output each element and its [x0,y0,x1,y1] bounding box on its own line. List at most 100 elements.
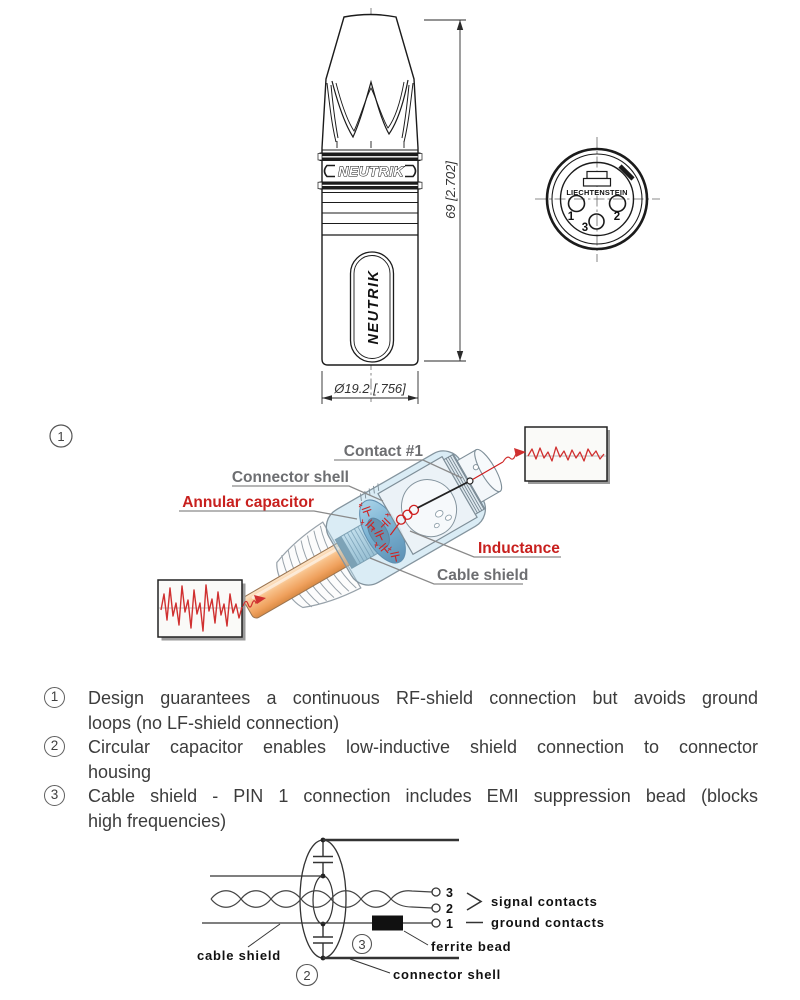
boot-cutout-inner [335,81,405,132]
note-number-badge: 3 [44,785,65,806]
contact-terminal-3 [431,887,441,897]
ferrite-bead-block [372,915,403,931]
twisted-pair-b [210,890,433,909]
contact-hole [444,514,452,521]
contact-terminal-1 [431,918,441,928]
pin-2-label: 2 [614,211,620,223]
front-mid-ring [551,153,643,245]
diameter-dimension-text: Ø19.2 [.756] [333,381,406,396]
groove-endcap [417,153,423,161]
contact-terminal-2 [431,903,441,913]
ferrite-bead-label: ferrite bead [431,939,511,954]
label-connector-shell: Connector shell [232,469,349,486]
capacitor-top [313,840,333,876]
side-view-drawing: NEUTRIK NEUTRIK [317,8,423,402]
boot-wing-right [401,82,414,143]
band-bracket-right [405,164,417,178]
height-dimension-text: 69 [2.702] [443,161,458,219]
waveform-inset-right [524,426,610,484]
dim-arrow [322,395,332,401]
circled-marker-3-num: 3 [358,937,365,952]
pin-3-hole [588,213,605,230]
note-line: Circular capacitor enables low-inductive… [88,737,758,757]
connector-shell-leader [349,958,391,974]
arrow-into-box [514,448,526,457]
circled-marker-3 [351,933,373,955]
cutaway-illustration: 1 [49,424,610,641]
front-crosshair [535,137,660,262]
height-dimension-lines [424,19,466,362]
connector-shell-label: connector shell [393,967,501,982]
terminal-1-label: 1 [446,917,453,931]
leader-cable-shield [369,557,523,585]
pin-3-label: 3 [582,222,588,234]
schematic-diagram: 3 2 1 signal contacts ground contacts fe… [197,837,605,987]
shield-ring-outer [299,839,347,959]
groove-endcap [317,153,323,161]
waveform-inset-left [157,579,246,641]
label-cable-shield: Cable shield [437,567,528,584]
note-item: 3 Cable shield - PIN 1 connection includ… [44,784,758,833]
note-item: 2 Circular capacitor enables low-inducti… [44,735,758,784]
label-contact-1: Contact #1 [344,443,424,460]
cable-shield-leader [247,923,281,948]
coil-lead [389,522,400,536]
groove-endcap [317,181,323,190]
signal-contacts-label: signal contacts [491,894,598,909]
front-outer-ring [545,147,649,251]
leader-contact [334,459,463,479]
label-inductance: Inductance [478,540,560,557]
leader-capacitor [179,510,358,520]
contact-1-wire [416,480,471,509]
shell-knurl-marks [360,483,380,502]
circled-marker-1 [49,424,73,448]
waveform-small [527,446,605,462]
dim-arrow [408,395,418,401]
keyway-notch [618,164,635,181]
capacitor-bottom [313,924,333,958]
diameter-dimension-lines [321,371,419,404]
groove-endcap [417,181,423,190]
neutrik-vertical-label: NEUTRIK [366,270,382,345]
pin-1-label: 1 [568,211,575,223]
terminal-3-label: 3 [446,886,453,900]
pin-1-hole [567,194,586,213]
note-number-badge: 2 [44,736,65,757]
cable-highlight [251,547,340,600]
label-annular-capacitor: Annular capacitor [182,494,314,511]
squiggle-into-cable [242,600,259,608]
cable-shield-label: cable shield [197,948,281,963]
signal-brace [466,892,483,911]
label-leaders [179,459,561,585]
note-line: high frequencies) [88,810,227,831]
dim-arrow [456,351,464,361]
arrow-into-cable [254,595,266,604]
ferrite-leader [403,930,429,946]
terminal-2-label: 2 [446,902,453,916]
front-brand-label: LIECHTENSTEIN [566,188,627,197]
dimensions: 69 [2.702] Ø19.2 [.756] [321,19,466,404]
waveform-large [160,584,243,632]
junction-dot [320,921,326,927]
note-line: housing [88,761,152,782]
dim-arrow [456,20,464,30]
band-bracket-left [323,164,335,178]
latch-tab-top [586,170,608,180]
ground-contacts-label: ground contacts [491,915,605,930]
contact-hole [433,522,440,529]
braid-end-band [335,536,358,569]
note-line: loops (no LF-shield connection) [88,712,340,733]
note-line: Design guarantees a continuous RF-shield… [88,688,758,708]
logo-capsule-inner [353,255,391,359]
note-number-badge: 1 [44,687,65,708]
tip-detail-hole [472,464,479,471]
notes-list: 1 Design guarantees a continuous RF-shie… [44,686,758,833]
note-item: 1 Design guarantees a continuous RF-shie… [44,686,758,735]
neutrik-band-label: NEUTRIK [338,163,404,179]
circled-marker-2 [295,963,319,987]
leader-inductance [409,530,561,558]
front-view-drawing: LIECHTENSTEIN 1 2 3 [535,137,660,262]
contact-signal-line [472,461,504,481]
